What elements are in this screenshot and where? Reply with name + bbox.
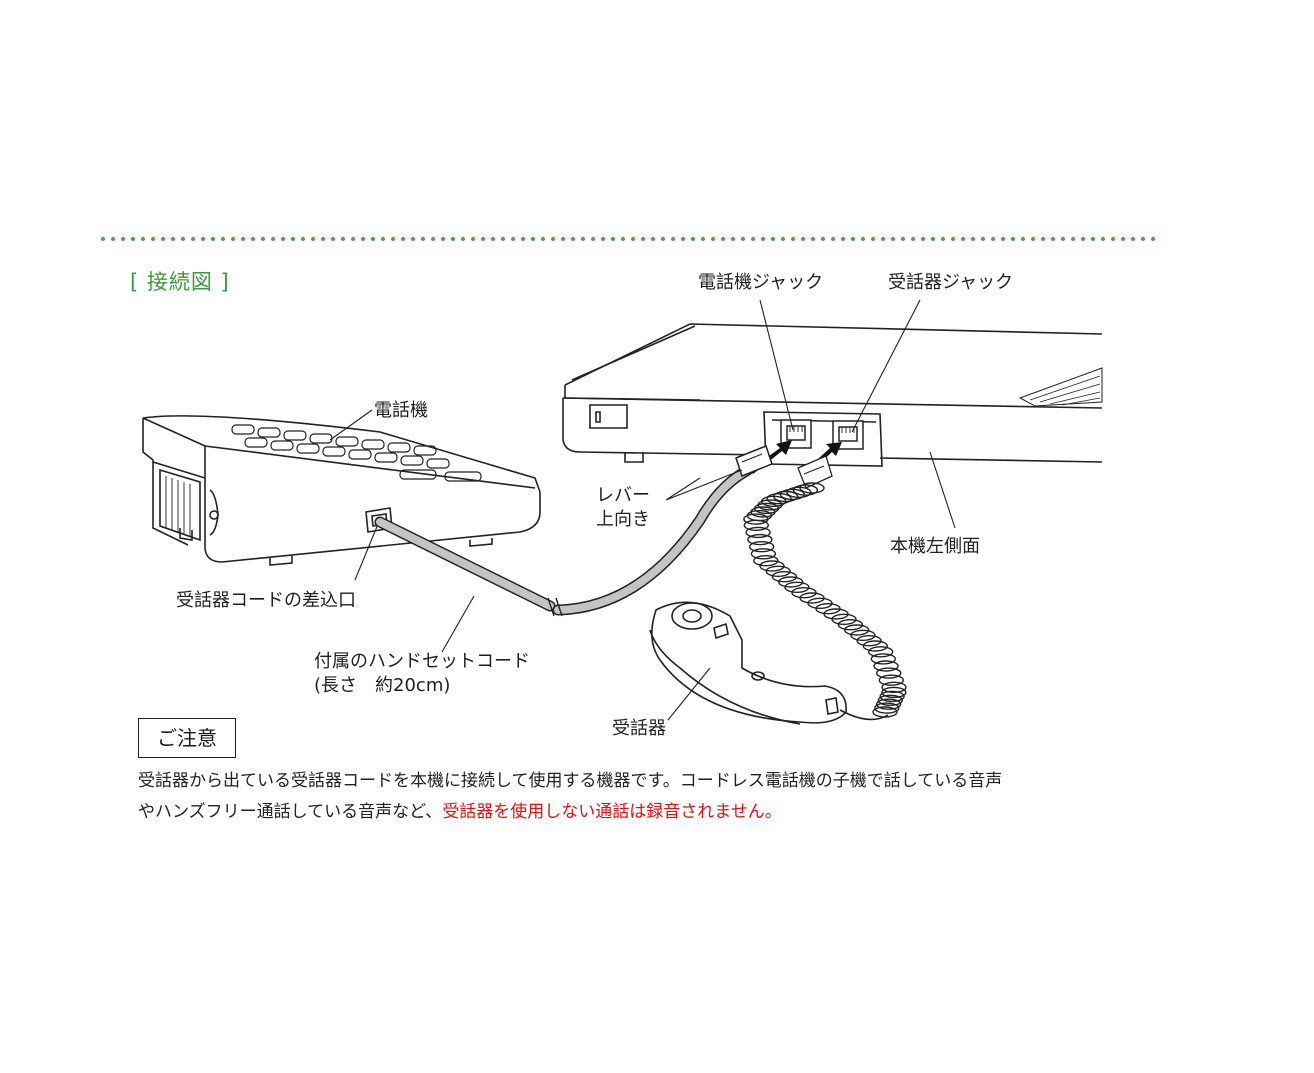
coil-loop — [778, 576, 804, 588]
label-lever-line2: 上向き — [596, 509, 650, 530]
coil-loop — [870, 653, 896, 665]
coil-loop — [878, 674, 904, 686]
coil-loop — [784, 581, 810, 593]
label-phone-jack: 電話機ジャック — [698, 272, 824, 293]
handset — [649, 601, 847, 725]
label-handset: 受話器 — [612, 718, 666, 739]
dotted-divider — [98, 236, 1160, 242]
label-lever: レバー 上向き — [596, 484, 650, 532]
coil-loop — [873, 660, 899, 672]
label-handset-cord-line2: (長さ 約20cm) — [314, 675, 451, 696]
coil-loop — [771, 571, 798, 583]
label-handset-cord-line1: 付属のハンドセットコード — [314, 651, 530, 672]
label-unit-left-side: 本機左側面 — [890, 536, 980, 557]
coil-loop — [877, 694, 903, 706]
notice-text: 受話器から出ている受話器コードを本機に接続して使用する機器です。コードレス電話機… — [138, 766, 1138, 828]
coil-loop — [743, 519, 769, 531]
section-title: [ 接続図 ] — [130, 270, 230, 294]
notice-line1: 受話器から出ている受話器コードを本機に接続して使用する機器です。コードレス電話機… — [138, 771, 1003, 791]
coil-loop — [875, 698, 902, 710]
notice-line2: やハンズフリー通話している音声など、受話器を使用しない通話は録音されません。 — [138, 797, 1138, 828]
coiled-cord — [797, 455, 833, 489]
coil-loop — [862, 640, 888, 652]
notice-line2-warning: 受話器を使用しない通話は録音されません。 — [442, 802, 782, 822]
coil-loop — [881, 681, 907, 693]
handset-cord — [374, 445, 773, 617]
coil-loop — [881, 686, 907, 699]
coil-loop — [766, 493, 792, 505]
label-telephone: 電話機 — [374, 400, 428, 421]
coil-loop — [749, 541, 775, 553]
coil-loop — [874, 702, 900, 714]
coil-loop — [844, 624, 870, 636]
coil-loop — [750, 548, 777, 560]
coil-loop — [868, 646, 894, 658]
label-handset-jack: 受話器ジャック — [888, 272, 1014, 293]
coil-loop — [745, 526, 771, 539]
coil-loop — [753, 555, 779, 567]
label-handset-cord: 付属のハンドセットコード (長さ 約20cm) — [314, 650, 530, 698]
coil-loop — [876, 667, 902, 679]
telephone — [142, 415, 541, 566]
label-handset-cord-port: 受話器コードの差込口 — [176, 590, 356, 611]
notice-title: ご注意 — [138, 718, 236, 758]
coil-loop — [850, 629, 876, 641]
coil-loop — [856, 635, 882, 647]
coil-loop — [879, 690, 905, 703]
coil-loop — [743, 513, 769, 525]
label-lever-line1: レバー — [596, 485, 650, 506]
coil-loop — [837, 619, 864, 631]
coil-loop — [765, 565, 791, 577]
coil-loop — [786, 486, 812, 498]
coil-loop — [831, 613, 857, 625]
coil-loops — [743, 482, 907, 718]
coil-loop — [747, 533, 773, 546]
coil-loop — [759, 560, 785, 572]
notice-line2-normal: やハンズフリー通話している音声など、 — [138, 802, 443, 822]
